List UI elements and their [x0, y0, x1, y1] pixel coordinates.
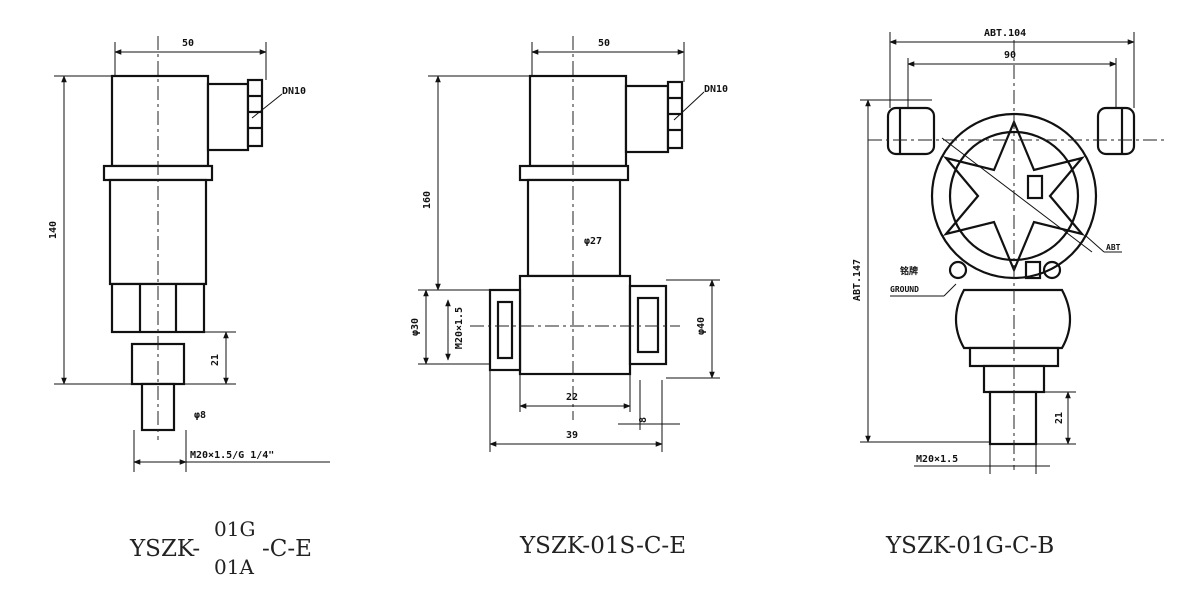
dim-port-thread: M20×1.5: [454, 307, 465, 349]
caption-drawing-1: YSZK- 01G 01A -C-E: [129, 517, 312, 579]
dim-note: ABT: [1106, 243, 1121, 252]
caption-drawing-3: YSZK-01G-C-B: [885, 533, 1054, 559]
dim-width: 50: [598, 38, 610, 49]
dim-overall: ABT.104: [984, 28, 1026, 39]
caption-drawing-2: YSZK-01S-C-E: [519, 533, 686, 559]
dim-height: ABT.147: [852, 259, 863, 301]
dim-height: 160: [422, 191, 433, 209]
drawing-yszk-01g-c-b: ABT.104 90 ABT.147 ABT 铭牌 GROUND 21 M20×…: [852, 28, 1165, 559]
caption-upper: 01G: [214, 517, 255, 541]
caption-prefix: YSZK-: [129, 536, 200, 562]
dim-small: 8: [638, 417, 649, 423]
caption-lower: 01A: [214, 555, 254, 579]
dim-cable: DN10: [704, 84, 728, 95]
dim-width: 90: [1004, 50, 1016, 61]
dim-thread: M20×1.5/G 1/4": [190, 450, 274, 461]
dim-diameter: φ8: [194, 410, 206, 421]
drawing-yszk-01g-01a: 50 DN10 140 21 φ8 M20×1.5/G 1/4" YSZK- 0…: [48, 36, 330, 579]
dim-center-dist: 22: [566, 392, 578, 403]
dim-fitting: 21: [1054, 412, 1065, 424]
dim-fitting: 21: [210, 354, 221, 366]
dim-cable: DN10: [282, 86, 306, 97]
dim-body-diameter: φ27: [584, 236, 602, 247]
drawing-yszk-01s: 50 DN10 160 φ27 φ30 M20×1.5 φ40 22: [410, 36, 728, 559]
dim-height: 140: [48, 221, 59, 239]
dim-width: 50: [182, 38, 194, 49]
dim-total: 39: [566, 430, 578, 441]
dim-block-right: φ40: [696, 317, 707, 335]
label-b: GROUND: [890, 285, 919, 294]
label-a: 铭牌: [900, 265, 918, 277]
dim-block-left: φ30: [410, 318, 421, 336]
caption-suffix: -C-E: [262, 536, 312, 562]
dim-thread: M20×1.5: [916, 454, 958, 465]
